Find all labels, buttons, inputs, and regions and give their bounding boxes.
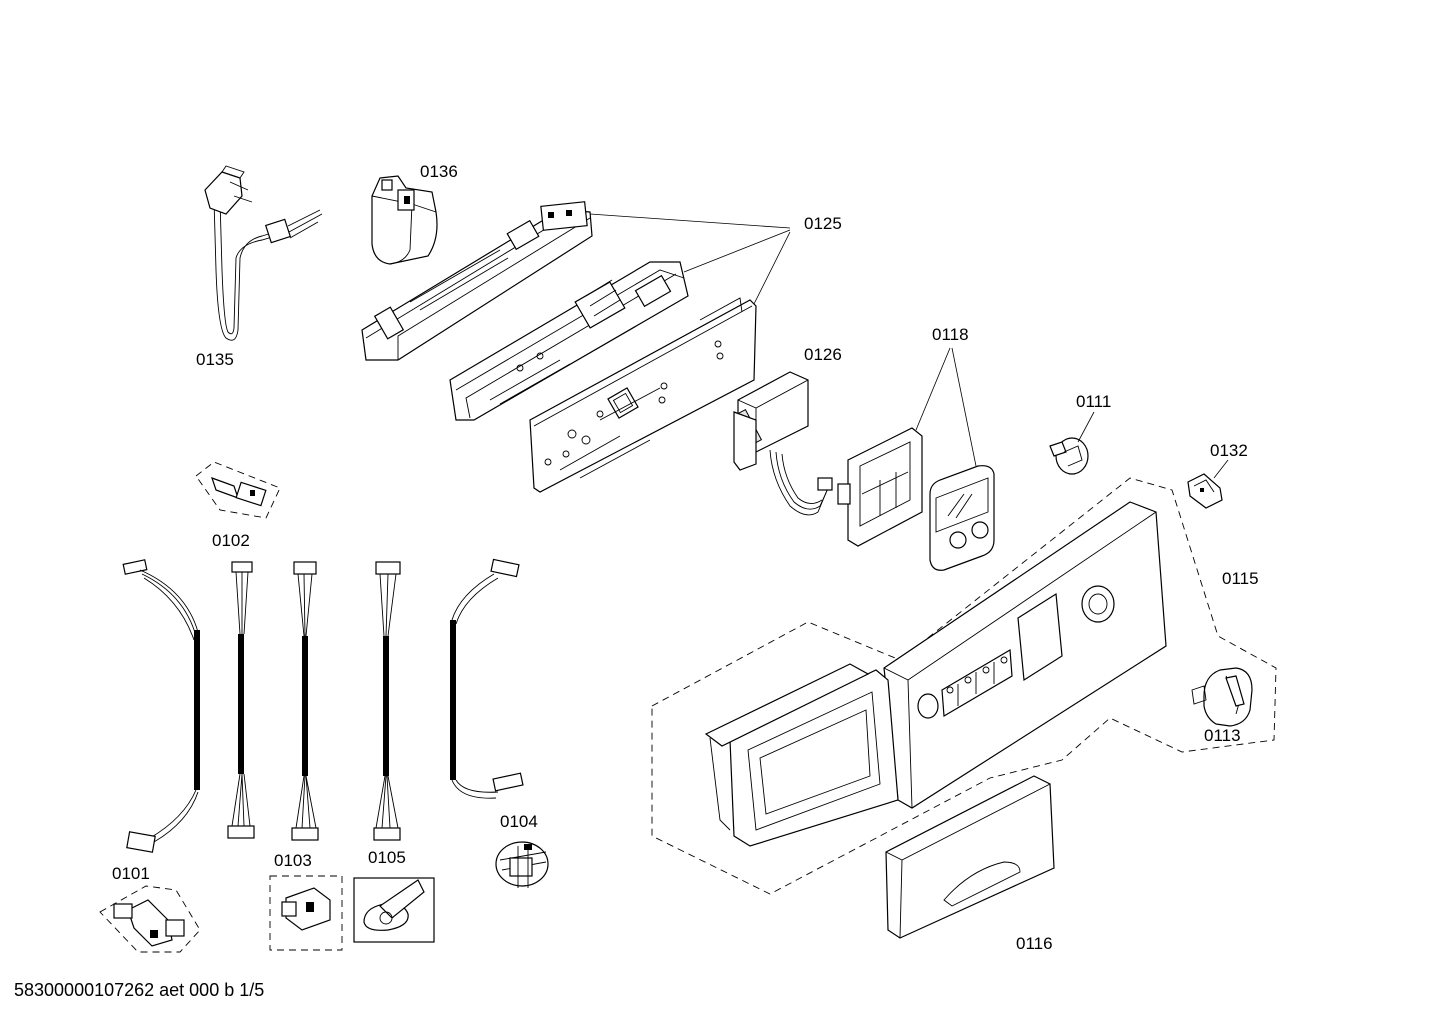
- part-0105-level-switch: [353, 877, 435, 943]
- part-0126-display-module: 0126: [733, 345, 842, 516]
- part-0135-power-cord: 0135: [196, 165, 323, 369]
- label-group-0118: 0118: [915, 325, 977, 467]
- label-0113: 0113: [1204, 726, 1241, 745]
- part-0111-knob-shaft: 0111: [1049, 392, 1111, 475]
- label-0111: 0111: [1076, 392, 1111, 411]
- group-0115-outline: 0115: [651, 477, 1277, 895]
- part-0125-module-frame: [449, 261, 689, 421]
- part-0116-drawer-handle: 0116: [885, 775, 1055, 953]
- label-0102: 0102: [212, 531, 250, 550]
- label-0104: 0104: [500, 812, 538, 831]
- part-0101-wiring-harness: 0101: [112, 559, 200, 883]
- label-group-0125: 0125: [589, 213, 842, 309]
- part-0104-wiring-harness: [450, 558, 524, 799]
- part-0103-harness-b: 0103: [274, 561, 319, 870]
- part-0125-control-rail: [361, 201, 593, 361]
- part-0102-sensor: 0102: [195, 461, 281, 550]
- part-0118-display-frame: [837, 427, 923, 547]
- part-0136-interference-filter: 0136: [371, 162, 458, 265]
- label-0132: 0132: [1210, 441, 1248, 460]
- part-0103-wiring-harness: [227, 561, 255, 839]
- part-0104-pressure-switch: 0104: [495, 812, 549, 888]
- part-0103-thermostat: [269, 875, 343, 951]
- document-id: 58300000107262 aet 000 b 1/5: [14, 980, 265, 1000]
- part-0105-wiring-harness: 0105: [368, 561, 406, 867]
- label-0126: 0126: [804, 345, 842, 364]
- label-0105: 0105: [368, 848, 406, 867]
- label-0103: 0103: [274, 851, 312, 870]
- part-0132-clip: 0132: [1187, 441, 1248, 509]
- part-0125-circuit-board: [529, 297, 757, 493]
- part-0101-door-lock: [99, 885, 201, 953]
- label-0136: 0136: [420, 162, 458, 181]
- label-0135: 0135: [196, 350, 234, 369]
- part-0115-control-panel: [883, 501, 1167, 809]
- part-0113-rotary-knob: 0113: [1191, 667, 1253, 745]
- label-0125: 0125: [804, 214, 842, 233]
- part-0118-display-cover: [929, 465, 995, 571]
- label-0101: 0101: [112, 864, 150, 883]
- part-0115-drawer-frame: [704, 663, 899, 847]
- label-0116: 0116: [1016, 934, 1053, 953]
- label-0115: 0115: [1222, 569, 1259, 588]
- label-0118: 0118: [932, 325, 969, 344]
